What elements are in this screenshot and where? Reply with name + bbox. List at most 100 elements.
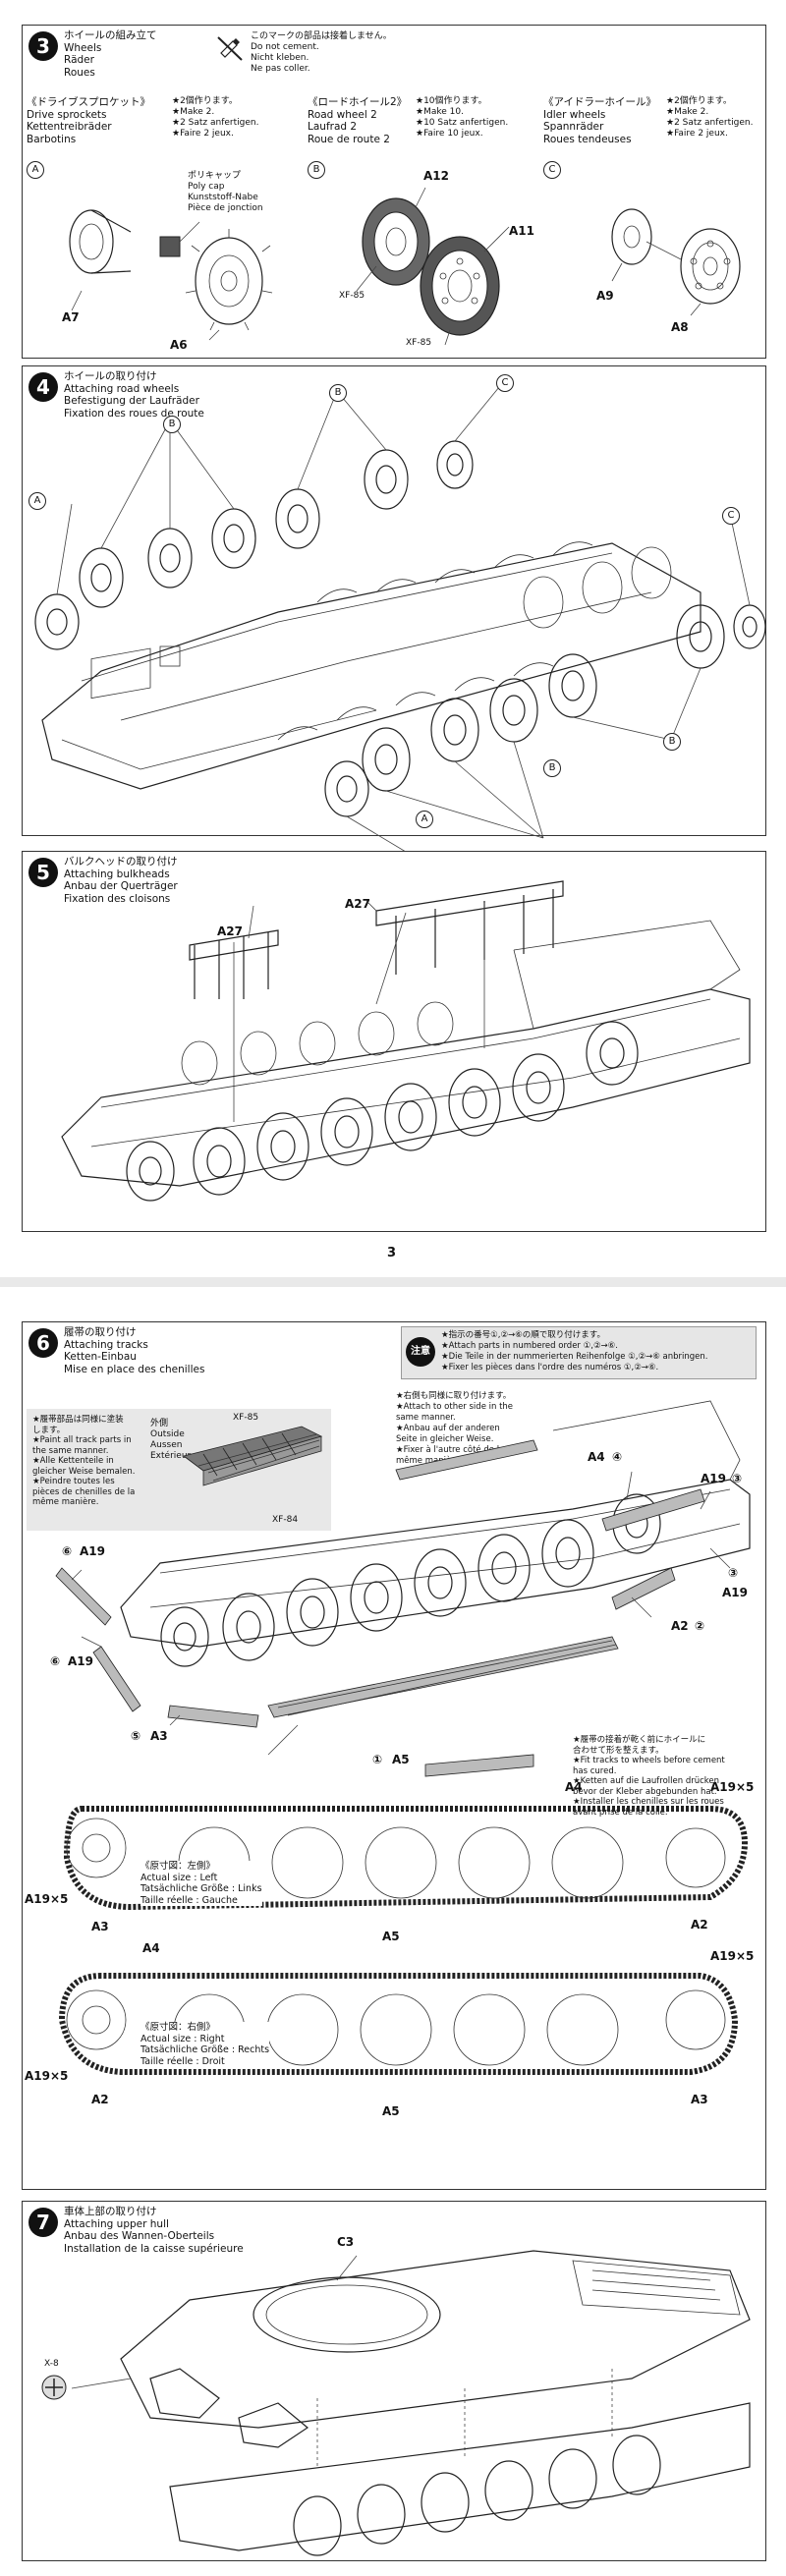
part-a6-label: A6	[170, 338, 188, 352]
step-7-panel: 7 車体上部の取り付け Attaching upper hull Anbau d…	[22, 2201, 766, 2561]
paint-xf84-label: XF-84	[272, 1515, 299, 1525]
step-3-panel: 3 ホイールの組み立て Wheels Räder Roues このマークの部品は…	[22, 25, 766, 359]
no-cement-icon	[217, 36, 243, 61]
order-3-label-a: ③	[732, 1472, 743, 1485]
right-a2-label: A2	[91, 2093, 109, 2106]
sprue-a-marker-2: A	[416, 811, 433, 828]
part-a27-label-1: A27	[217, 924, 243, 938]
left-a3-label: A3	[91, 1920, 109, 1933]
page-separator	[0, 1277, 786, 1287]
step-title: バルクヘッドの取り付け Attaching bulkheads Anbau de…	[64, 856, 178, 905]
order-5-label: ⑤	[131, 1729, 141, 1743]
part-a5-label: A5	[392, 1753, 410, 1766]
part-a19-label-3: A19	[701, 1472, 726, 1485]
caution-box: 注意 ★指示の番号①,②→⑥の順で取り付けます。 ★Attach parts i…	[401, 1326, 757, 1379]
part-a19-label-6a: A19	[80, 1544, 105, 1558]
right-a4-label: A4	[142, 1941, 160, 1955]
bulkhead-attachment-drawing	[61, 880, 751, 1202]
outside-label: 外側 Outside Aussen Extérieur	[150, 1419, 192, 1461]
step-number: 3	[28, 31, 58, 61]
step-title: ホイールの取り付け Attaching road wheels Befestig…	[64, 370, 204, 420]
caution-badge: 注意	[406, 1337, 435, 1367]
order-2-label: ②	[695, 1619, 705, 1633]
left-a19x5-label-left: A19×5	[25, 1892, 69, 1906]
part-a19-label: A19	[722, 1586, 748, 1599]
order-6-label-b: ⑥	[50, 1654, 61, 1668]
part-a2-label: A2	[671, 1619, 689, 1633]
track-attachment-drawing	[55, 1400, 751, 1777]
upper-hull-attachment-drawing	[71, 2250, 751, 2556]
sprue-b-marker-3: B	[663, 733, 681, 751]
left-a5-label: A5	[382, 1930, 400, 1943]
order-1-label: ①	[372, 1753, 383, 1766]
step-title: ホイールの組み立て Wheels Räder Roues	[64, 29, 157, 79]
instruction-page-3: 3 ホイールの組み立て Wheels Räder Roues このマークの部品は…	[0, 0, 786, 1277]
step-5-panel: 5 バルクヘッドの取り付け Attaching bulkheads Anbau …	[22, 851, 766, 1232]
paint-xf85-label-2: XF-85	[406, 338, 432, 348]
step-4-panel: 4 ホイールの取り付け Attaching road wheels Befest…	[22, 365, 766, 859]
road-wheel-heading: 《ロードホイール2》 Road wheel 2 Laufrad 2 Roue d…	[308, 96, 408, 145]
order-6-label-a: ⑥	[62, 1544, 73, 1558]
road-wheel-drawing	[356, 187, 510, 346]
right-a19x5-label-left: A19×5	[25, 2069, 69, 2083]
sprue-a-marker: A	[27, 161, 44, 179]
paint-tracks-text: ★履帯部品は同様に塗装 します。 ★Paint all track parts …	[32, 1415, 136, 1507]
part-a7-label: A7	[62, 310, 80, 324]
sprue-b-marker-2: B	[329, 384, 347, 402]
actual-size-right-track-drawing	[58, 1973, 739, 2075]
step-title: 車体上部の取り付け Attaching upper hull Anbau des…	[64, 2206, 244, 2255]
sprue-b-marker: B	[308, 161, 325, 179]
actual-size-left-title: 《原寸図：左側》 Actual size : Left Tatsächliche…	[140, 1861, 262, 1906]
actual-size-right-title: 《原寸図：右側》 Actual size : Right Tatsächlich…	[140, 2022, 270, 2067]
part-a12-label: A12	[423, 169, 449, 183]
fit-tracks-note: ★履帯の接着が乾く前にホイールに 合わせて形を整えます。 ★Fit tracks…	[573, 1735, 725, 1818]
idler-wheel-heading: 《アイドラーホイール》 Idler wheels Spannräder Roue…	[543, 96, 656, 145]
right-a19x5-label-right: A19×5	[710, 1949, 755, 1963]
poly-cap-label: ポリキャップ Poly cap Kunststoff-Nabe Pièce de…	[188, 171, 263, 213]
part-a4-label: A4	[588, 1450, 605, 1464]
paint-x8-label: X-8	[44, 2359, 59, 2369]
screw-icon	[41, 2375, 67, 2400]
actual-size-left-track-drawing	[63, 1806, 749, 1911]
left-a19x5-label-right: A19×5	[710, 1780, 755, 1794]
part-a19-label-6b: A19	[68, 1654, 93, 1668]
sprue-c-marker-2: C	[722, 507, 740, 525]
page-number: 3	[387, 1246, 397, 1260]
sprue-c-marker-1: C	[496, 374, 514, 392]
part-a27-label-2: A27	[345, 897, 370, 911]
idler-wheel-make: ★2個作ります。 ★Make 2. ★2 Satz anfertigen. ★F…	[666, 96, 754, 139]
paint-xf85-label: XF-85	[233, 1413, 259, 1423]
part-a11-label: A11	[509, 224, 534, 238]
part-c3-label: C3	[337, 2235, 355, 2249]
idler-wheel-drawing	[611, 208, 741, 316]
left-a2-label: A2	[691, 1918, 708, 1932]
part-a3-label: A3	[150, 1729, 168, 1743]
road-wheel-attachment-drawing	[34, 380, 766, 859]
right-a5-label: A5	[382, 2104, 400, 2118]
paint-tracks-box: ★履帯部品は同様に塗装 します。 ★Paint all track parts …	[27, 1409, 331, 1531]
step-number: 7	[28, 2208, 58, 2237]
no-cement-note: このマークの部品は接着しません。 Do not cement. Nicht kl…	[251, 31, 392, 74]
drive-sprocket-heading: 《ドライブスプロケット》 Drive sprockets Kettentreib…	[27, 96, 150, 145]
step-title: 履帯の取り付け Attaching tracks Ketten-Einbau M…	[64, 1326, 205, 1375]
track-links-illustration	[183, 1426, 323, 1486]
road-wheel-make: ★10個作ります。 ★Make 10. ★10 Satz anfertigen.…	[416, 96, 509, 139]
step-number: 6	[28, 1328, 58, 1358]
part-a9-label: A9	[596, 289, 614, 303]
paint-xf85-label-1: XF-85	[339, 291, 365, 301]
step-number: 4	[28, 372, 58, 402]
sprue-b-marker-5: B	[543, 759, 561, 777]
order-4-label: ④	[612, 1450, 623, 1464]
drive-sprocket-make: ★2個作ります。 ★Make 2. ★2 Satz anfertigen. ★F…	[172, 96, 259, 139]
instruction-page-4: 6 履帯の取り付け Attaching tracks Ketten-Einbau…	[0, 1287, 786, 2576]
sprue-c-marker: C	[543, 161, 561, 179]
order-3-label-b: ③	[728, 1566, 739, 1580]
part-a8-label: A8	[671, 320, 689, 334]
right-a3-label: A3	[691, 2093, 708, 2106]
drive-sprocket-drawing	[69, 209, 273, 341]
step-number: 5	[28, 858, 58, 887]
left-a4-label: A4	[565, 1780, 583, 1794]
step-6-panel: 6 履帯の取り付け Attaching tracks Ketten-Einbau…	[22, 1321, 766, 2190]
sprue-a-marker-1: A	[28, 492, 46, 510]
sprue-b-marker-1: B	[163, 416, 181, 433]
